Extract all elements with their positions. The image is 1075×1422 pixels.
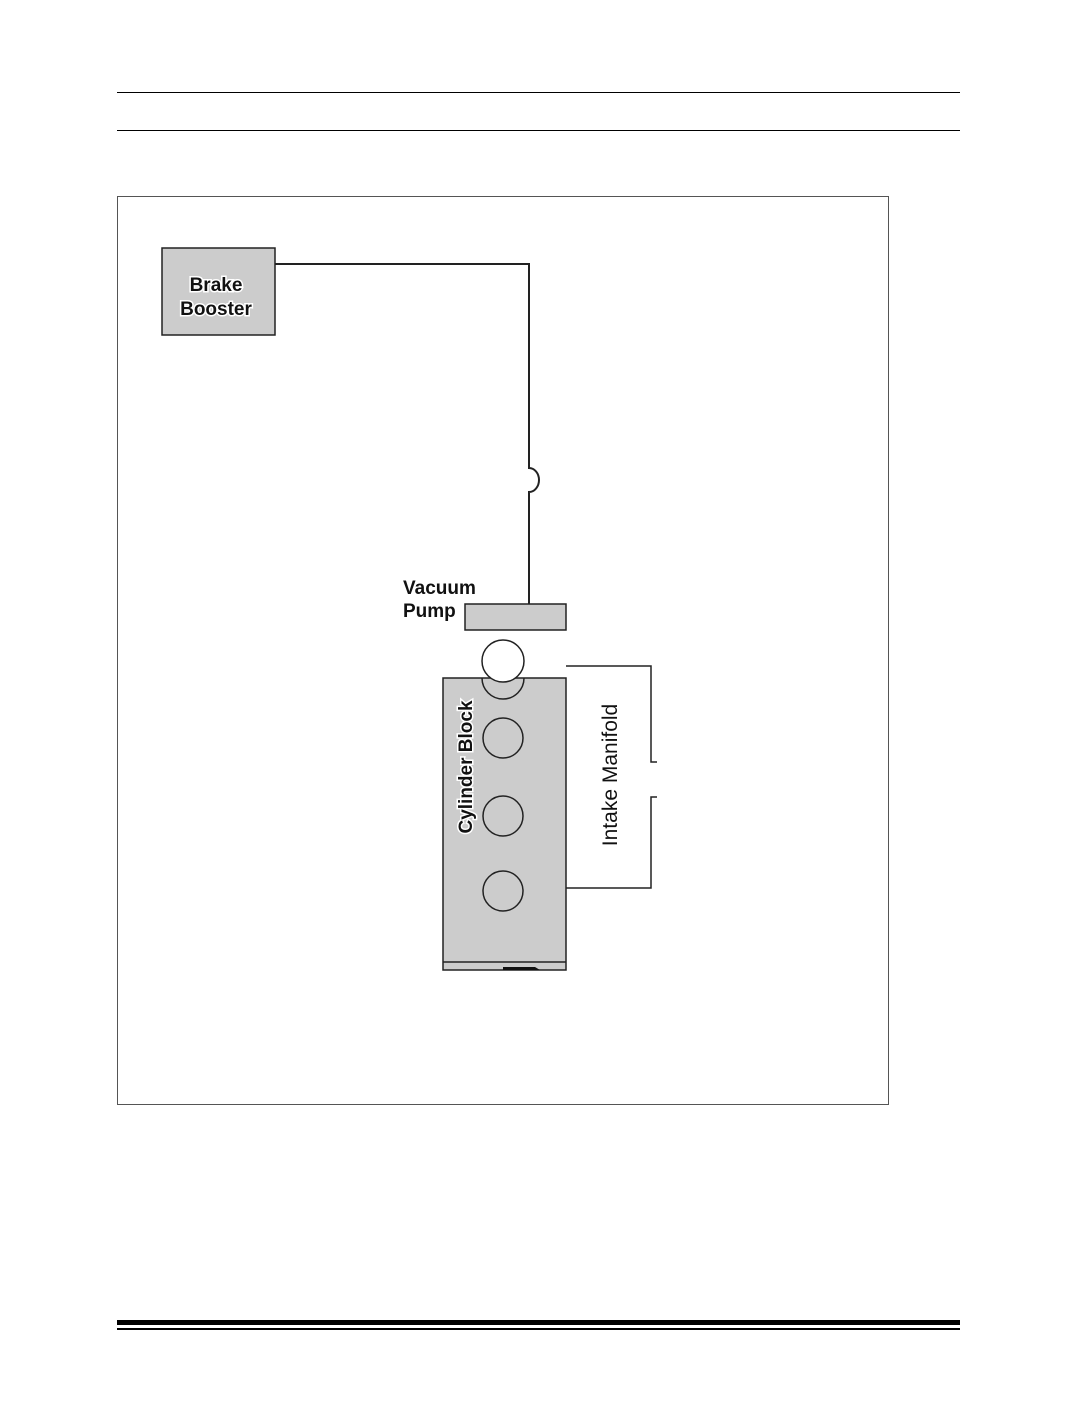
- intake-manifold: Intake Manifold: [566, 665, 657, 889]
- brake-booster: Brake Booster: [161, 247, 276, 336]
- vacuum-pump-label-line2: Pump: [403, 601, 456, 622]
- vacuum-pump-label-line1: Vacuum: [403, 578, 476, 599]
- cylinder-block: Cylinder Block: [442, 677, 567, 971]
- intake-manifold-outline: [566, 665, 657, 889]
- brake-booster-label-line2: Booster: [180, 299, 252, 320]
- vacuum-hose: [275, 263, 540, 604]
- header-rule-top: [117, 92, 960, 93]
- brake-booster-label-line1: Brake: [190, 275, 243, 296]
- figure-frame: [117, 196, 889, 1105]
- vacuum-pump: Vacuum Pump: [402, 577, 567, 631]
- header-rule-bottom: [117, 130, 960, 131]
- pump-drive-circle-overlap: [481, 677, 525, 700]
- cylinder-2: [482, 795, 524, 837]
- pump-drive-circle: [481, 639, 525, 683]
- footer-rule-thin: [117, 1328, 960, 1330]
- footer-rule-thick: [117, 1320, 960, 1325]
- intake-manifold-label: Intake Manifold: [599, 704, 622, 846]
- cylinder-block-label: Cylinder Block: [456, 700, 477, 833]
- cylinder-1: [482, 717, 524, 759]
- cylinder-block-base-arrow: [503, 967, 540, 970]
- cylinder-3: [482, 870, 524, 912]
